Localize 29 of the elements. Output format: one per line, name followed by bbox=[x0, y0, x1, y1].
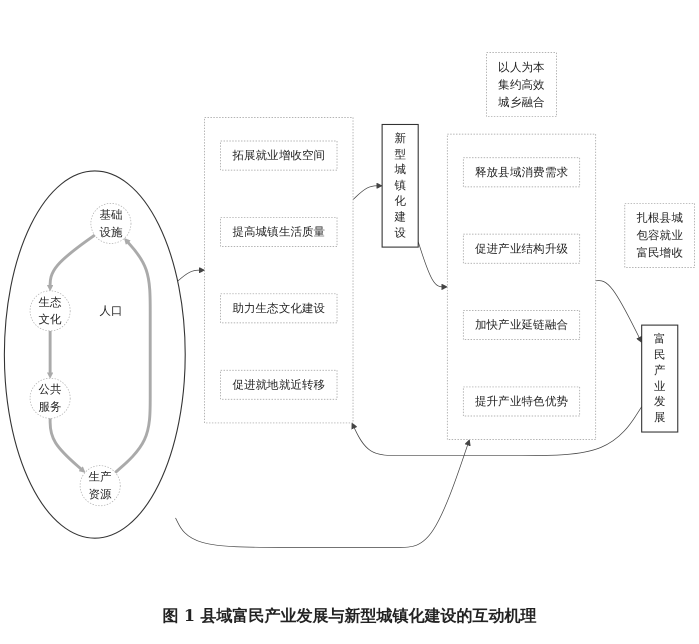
arrow bbox=[595, 280, 642, 343]
arrow bbox=[352, 406, 642, 456]
node-circle: 基础设施 bbox=[90, 203, 132, 244]
arrow bbox=[46, 234, 96, 292]
node-box: 促进产业结构升级 bbox=[462, 234, 580, 264]
node-box: 扎根县城 包容就业 富民增收 bbox=[624, 203, 695, 268]
node-circle: 公共服务 bbox=[30, 378, 71, 419]
cluster bbox=[446, 134, 596, 440]
caption: 图 1 县域富民产业发展与新型城镇化建设的互动机理 bbox=[162, 606, 537, 627]
node-box: 富民产业发展 bbox=[641, 324, 678, 433]
cluster bbox=[4, 170, 186, 539]
node-box: 促进就地就近转移 bbox=[220, 370, 338, 400]
node-box: 提高城镇生活质量 bbox=[220, 217, 338, 247]
cluster bbox=[204, 117, 354, 424]
arrow bbox=[175, 439, 471, 548]
arrow bbox=[114, 238, 152, 474]
node-box: 新型城镇化建设 bbox=[382, 124, 419, 248]
node-box: 加快产业延链融合 bbox=[462, 310, 580, 340]
node-box: 拓展就业增收空间 bbox=[220, 140, 338, 171]
node-circle: 生态文化 bbox=[30, 290, 71, 332]
arrow bbox=[48, 418, 86, 473]
node-box: 提升产业特色优势 bbox=[462, 386, 580, 416]
node-text: 人口 bbox=[99, 304, 123, 318]
arrow bbox=[46, 330, 54, 378]
arrow bbox=[352, 182, 382, 200]
node-box: 释放县域消费需求 bbox=[462, 157, 580, 188]
node-box: 以人为本 集约高效 城乡融合 bbox=[486, 52, 557, 118]
node-box: 助力生态文化建设 bbox=[220, 293, 338, 324]
node-circle: 生产资源 bbox=[80, 465, 121, 506]
